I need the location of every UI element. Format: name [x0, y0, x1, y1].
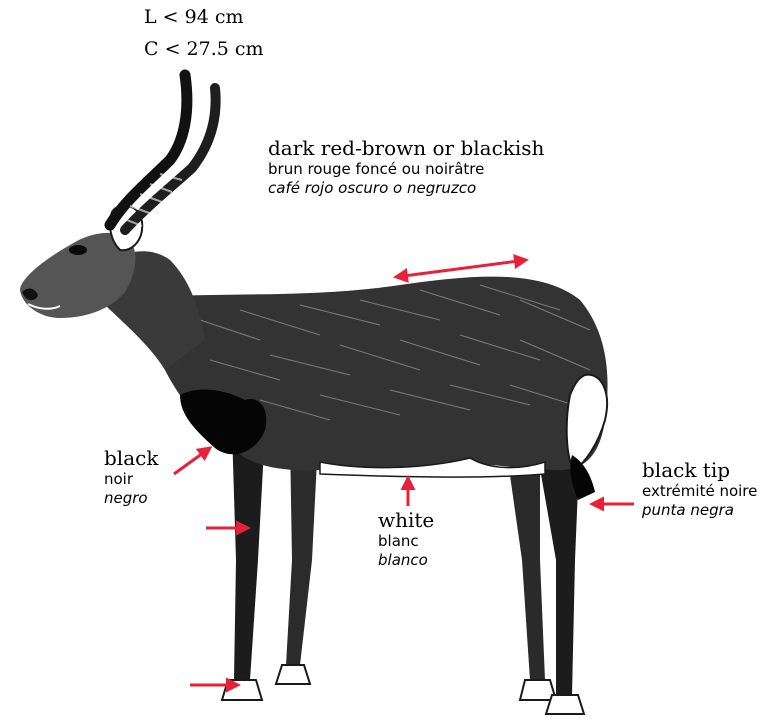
belly-label-es: blanco — [378, 551, 434, 569]
length-measure: L < 94 cm — [144, 6, 244, 29]
chest-arrow — [174, 448, 210, 474]
chest-label-en: black — [104, 446, 158, 470]
belly-annotation: white blanc blanco — [378, 508, 434, 569]
chest-annotation: black noir negro — [104, 446, 158, 507]
chest-label-fr: noir — [104, 470, 158, 488]
tail-label-en: black tip — [642, 458, 757, 482]
back-annotation: dark red-brown or blackish brun rouge fo… — [268, 136, 544, 197]
chest-label-es: negro — [104, 489, 158, 507]
belly-label-en: white — [378, 508, 434, 532]
tail-annotation: black tip extrémité noire punta negra — [642, 458, 757, 519]
back-double-arrow — [396, 260, 526, 277]
tail-label-fr: extrémité noire — [642, 482, 757, 500]
eye — [69, 245, 87, 255]
circumference-measure: C < 27.5 cm — [144, 38, 264, 61]
back-label-fr: brun rouge foncé ou noirâtre — [268, 160, 544, 178]
back-label-en: dark red-brown or blackish — [268, 136, 544, 160]
belly-label-fr: blanc — [378, 532, 434, 550]
antelope-body — [130, 277, 608, 471]
tail-label-es: punta negra — [642, 501, 757, 519]
horns — [110, 75, 216, 230]
back-label-es: café rojo oscuro o negruzco — [268, 179, 544, 197]
